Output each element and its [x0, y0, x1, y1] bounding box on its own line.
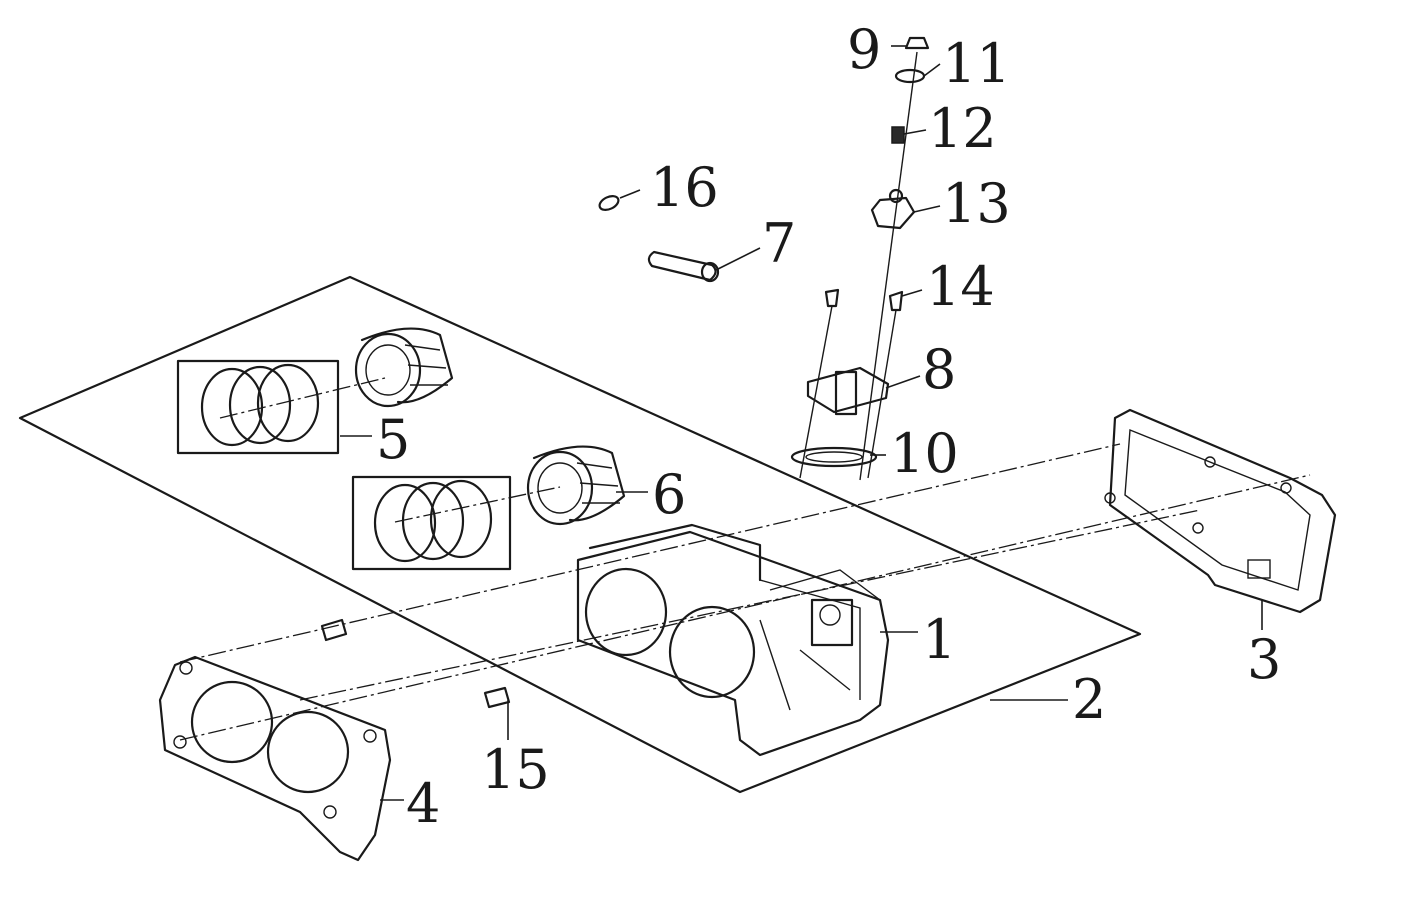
callout-6: 6: [652, 463, 686, 526]
cylinder-block-1: [576, 523, 890, 757]
piston-5: [354, 327, 454, 408]
piston-6: [526, 445, 626, 526]
tensioner-assembly: [790, 36, 930, 481]
callout-1: 1: [922, 608, 956, 671]
callout-2: 2: [1072, 668, 1106, 731]
callout-13: 13: [942, 172, 1011, 235]
pin-clip-16: [598, 195, 620, 211]
piston-pin-7: [647, 250, 720, 283]
callout-3: 3: [1247, 628, 1281, 691]
callout-8: 8: [922, 338, 956, 401]
callout-11: 11: [942, 32, 1011, 95]
callout-9: 9: [847, 18, 881, 81]
base-gasket-4: [158, 655, 392, 862]
callout-10: 10: [890, 422, 959, 485]
piston-ring-set-6: [351, 475, 512, 571]
callout-16: 16: [650, 156, 719, 219]
piston-ring-set-5: [176, 359, 340, 455]
callout-5: 5: [376, 408, 410, 471]
head-gasket-3: [1104, 408, 1337, 614]
callout-12: 12: [928, 97, 997, 160]
assembly-axes: [179, 377, 1311, 741]
callout-7: 7: [762, 212, 796, 275]
assembly-frame: [18, 275, 1142, 794]
callout-4: 4: [406, 772, 440, 835]
callout-labels: 1 2 3 4 5 6 7 8 9 10 11 12 13 14 15 16: [376, 18, 1281, 835]
callout-14: 14: [926, 255, 995, 318]
dowel-pins-15: [320, 618, 511, 709]
callout-15: 15: [481, 738, 550, 801]
leader-lines: [340, 45, 1263, 801]
